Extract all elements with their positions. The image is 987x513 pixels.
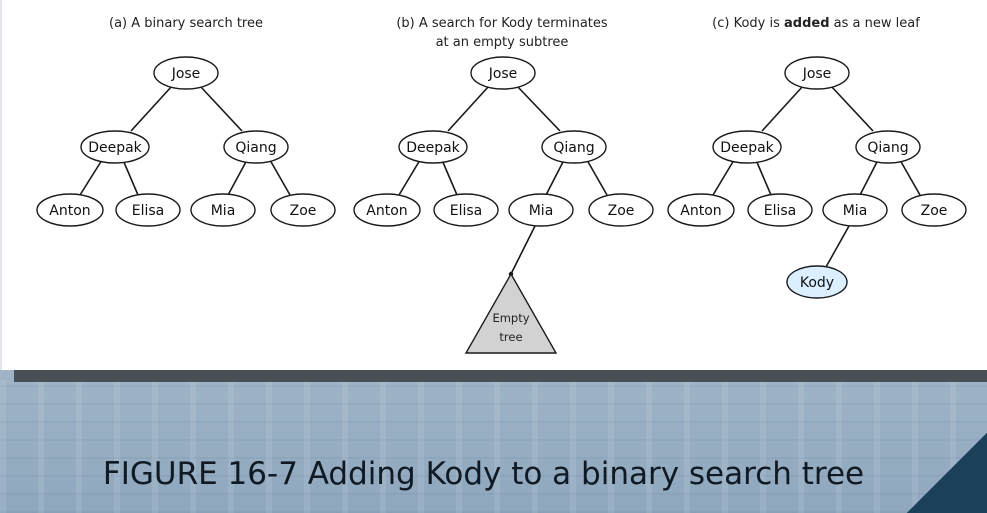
panel-c: (c) Kody is added as a new leaf Jose Dee… — [667, 16, 967, 299]
panel-c-title: (c) Kody is added as a new leaf — [712, 16, 920, 31]
edge — [545, 159, 565, 196]
node-anton: Anton — [353, 193, 421, 227]
edge — [398, 159, 421, 196]
edge — [130, 85, 173, 132]
svg-text:Mia: Mia — [211, 203, 236, 219]
svg-text:Qiang: Qiang — [867, 140, 908, 156]
node-anton: Anton — [667, 193, 735, 227]
node-qiang: Qiang — [541, 130, 607, 164]
panel-shadow-bar — [14, 370, 987, 382]
svg-text:Elisa: Elisa — [450, 203, 483, 219]
edge — [859, 159, 879, 196]
node-qiang: Qiang — [855, 130, 921, 164]
panel-b-title-line-2: at an empty subtree — [436, 35, 569, 50]
node-deepak: Deepak — [712, 130, 782, 164]
node-elisa: Elisa — [115, 193, 181, 227]
edge — [712, 159, 735, 196]
edge — [79, 159, 103, 196]
corner-decoration — [907, 433, 987, 513]
panel-a-title: (a) A binary search tree — [109, 16, 263, 31]
node-qiang: Qiang — [223, 130, 289, 164]
node-elisa: Elisa — [433, 193, 499, 227]
edge-to-kody — [825, 225, 850, 268]
panel-b-title-line-1: (b) A search for Kody terminates — [396, 16, 608, 31]
edge — [199, 85, 243, 132]
edge-to-empty-subtree — [510, 225, 536, 275]
empty-subtree-triangle: Empty tree — [464, 272, 558, 354]
node-mia: Mia — [190, 193, 256, 227]
node-jose: Jose — [153, 56, 219, 90]
edge — [755, 159, 772, 196]
tree-diagram: (a) A binary search tree Jose Deepak Qia… — [36, 16, 967, 354]
node-zoe: Zoe — [270, 193, 336, 227]
edge — [227, 159, 248, 196]
svg-text:Zoe: Zoe — [921, 203, 948, 219]
svg-text:Elisa: Elisa — [132, 203, 165, 219]
node-jose: Jose — [784, 56, 850, 90]
svg-text:Mia: Mia — [843, 203, 868, 219]
svg-text:Elisa: Elisa — [764, 203, 797, 219]
svg-text:Jose: Jose — [488, 66, 518, 82]
node-deepak: Deepak — [80, 130, 150, 164]
edge — [761, 85, 804, 132]
edge — [269, 159, 291, 196]
node-mia: Mia — [508, 193, 574, 227]
svg-text:Anton: Anton — [49, 203, 90, 219]
empty-subtree-label-line-2: tree — [499, 330, 522, 344]
svg-text:Anton: Anton — [680, 203, 721, 219]
svg-text:Deepak: Deepak — [88, 140, 142, 156]
svg-text:Jose: Jose — [802, 66, 832, 82]
edge — [586, 159, 608, 196]
edge — [122, 159, 139, 196]
panel-a: (a) A binary search tree Jose Deepak Qia… — [36, 16, 336, 227]
svg-text:Deepak: Deepak — [406, 140, 460, 156]
node-jose: Jose — [470, 56, 536, 90]
svg-text:Qiang: Qiang — [235, 140, 276, 156]
node-kody-new-leaf: Kody — [786, 265, 848, 299]
svg-text:Zoe: Zoe — [290, 203, 317, 219]
svg-text:Kody: Kody — [800, 275, 834, 291]
node-anton: Anton — [36, 193, 104, 227]
node-deepak: Deepak — [398, 130, 468, 164]
svg-text:Mia: Mia — [529, 203, 554, 219]
svg-text:Qiang: Qiang — [553, 140, 594, 156]
node-zoe: Zoe — [588, 193, 654, 227]
edge — [899, 159, 921, 196]
background-building-texture — [0, 380, 987, 513]
edge — [441, 159, 458, 196]
edge — [516, 85, 561, 132]
edge — [830, 85, 874, 132]
node-elisa: Elisa — [747, 193, 813, 227]
node-mia: Mia — [822, 193, 888, 227]
svg-text:Deepak: Deepak — [720, 140, 774, 156]
node-zoe: Zoe — [901, 193, 967, 227]
empty-subtree-label-line-1: Empty — [492, 311, 529, 325]
svg-text:Jose: Jose — [171, 66, 201, 82]
figure-caption: FIGURE 16-7 Adding Kody to a binary sear… — [102, 456, 865, 492]
panel-b: (b) A search for Kody terminates at an e… — [353, 16, 654, 354]
svg-text:Zoe: Zoe — [608, 203, 635, 219]
svg-text:Anton: Anton — [366, 203, 407, 219]
edge — [447, 85, 490, 132]
